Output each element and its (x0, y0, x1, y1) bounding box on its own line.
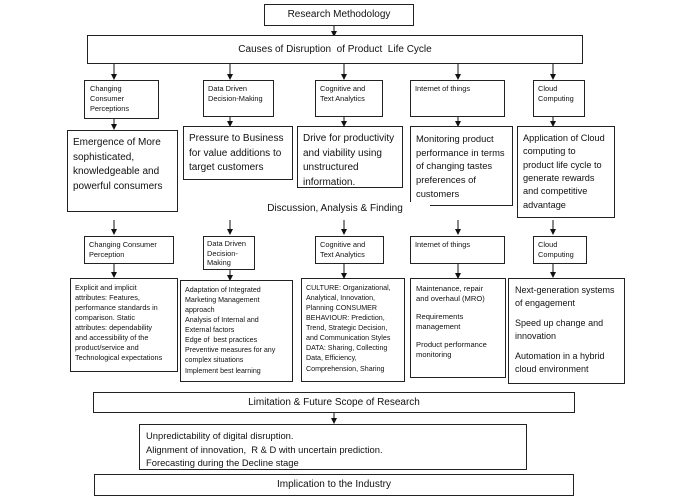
row2-desc-consumer-text: Explicit and implicit attributes: Featur… (75, 283, 163, 363)
row2-label-data: Data Driven Decision- Making (203, 236, 255, 270)
row1-label-consumer-text: Changing Consumer Perceptions (90, 84, 130, 114)
row1-desc-cognitive: Drive for productivity and viability usi… (297, 126, 403, 188)
discussion-heading: Discussion, Analysis & Finding (240, 202, 430, 216)
row1-label-consumer: Changing Consumer Perceptions (84, 80, 159, 119)
row1-desc-cloud-text: Application of Cloud computing to produc… (523, 133, 605, 210)
implication-title: Implication to the Industry (277, 479, 391, 491)
row1-label-data: Data Driven Decision-Making (203, 80, 274, 117)
row1-desc-consumer-text: Emergence of More sophisticated, knowled… (73, 137, 163, 192)
research-methodology-box: Research Methodology (264, 4, 414, 26)
row1-desc-consumer: Emergence of More sophisticated, knowled… (67, 130, 178, 212)
row2-label-cloud-text: Cloud Computing (538, 240, 574, 260)
row2-label-cognitive: Cognitive and Text Analytics (315, 236, 384, 264)
row2-label-consumer-text: Changing Consumer Perception (89, 240, 157, 260)
row2-label-data-text: Data Driven Decision- Making (207, 239, 247, 268)
row1-label-iot: Internet of things (410, 80, 505, 117)
discussion-title: Discussion, Analysis & Finding (267, 203, 403, 214)
row1-label-data-text: Data Driven Decision-Making (208, 84, 263, 104)
row2-desc-iot-item-1: Maintenance, repair and overhaul (MRO) (416, 284, 485, 304)
row2-desc-iot: Maintenance, repair and overhaul (MRO) R… (410, 278, 506, 378)
row2-desc-data-text: Adaptation of Integrated Marketing Manag… (185, 286, 276, 375)
row2-desc-cloud-item-1: Next-generation systems of engagement (515, 285, 615, 309)
row1-desc-iot: Monitoring product performance in terms … (410, 126, 513, 206)
row2-desc-data: Adaptation of Integrated Marketing Manag… (180, 280, 293, 382)
row2-label-iot-text: Internet of things (415, 240, 471, 249)
row1-desc-data: Pressure to Business for value additions… (183, 126, 293, 180)
limitation-box: Limitation & Future Scope of Research (93, 392, 575, 413)
row1-label-cognitive-text: Cognitive and Text Analytics (320, 84, 366, 104)
row2-desc-cloud-item-3: Automation in a hybrid cloud environment (515, 351, 605, 375)
row2-label-cognitive-text: Cognitive and Text Analytics (320, 240, 366, 260)
row2-label-cloud: Cloud Computing (533, 236, 587, 264)
row2-desc-cognitive-text: CULTURE: Organizational, Analytical, Inn… (306, 284, 391, 373)
row2-label-iot: Internet of things (410, 236, 505, 264)
research-methodology-title: Research Methodology (287, 9, 391, 21)
row2-desc-consumer: Explicit and implicit attributes: Featur… (70, 278, 178, 372)
row1-desc-cognitive-text: Drive for productivity and viability usi… (303, 133, 395, 188)
causes-title: Causes of Disruption of Product Life Cyc… (238, 43, 432, 55)
row1-label-iot-text: Internet of things (415, 84, 471, 93)
implication-box: Implication to the Industry (94, 474, 574, 496)
row2-desc-cloud-item-2: Speed up change and innovation (515, 318, 604, 342)
row1-label-cognitive: Cognitive and Text Analytics (315, 80, 383, 117)
row1-label-cloud-text: Cloud Computing (538, 84, 574, 104)
limitation-points-box: Unpredictability of digital disruption. … (139, 424, 527, 470)
row2-label-consumer: Changing Consumer Perception (84, 236, 174, 264)
limitation-title: Limitation & Future Scope of Research (248, 396, 420, 408)
limitation-point-1: Unpredictability of digital disruption. (146, 430, 294, 441)
row1-desc-cloud: Application of Cloud computing to produc… (517, 126, 615, 218)
row1-label-cloud: Cloud Computing (533, 80, 585, 117)
causes-box: Causes of Disruption of Product Life Cyc… (87, 35, 583, 64)
row2-desc-iot-item-2: Requirements management (416, 311, 464, 332)
row1-desc-data-text: Pressure to Business for value additions… (189, 133, 284, 173)
row2-desc-cloud: Next-generation systems of engagement Sp… (508, 278, 625, 384)
limitation-point-2: Alignment of innovation, R & D with unce… (146, 443, 383, 455)
row1-desc-iot-text: Monitoring product performance in terms … (416, 133, 505, 199)
row2-desc-cognitive: CULTURE: Organizational, Analytical, Inn… (301, 278, 405, 382)
row2-desc-iot-item-3: Product performance monitoring (416, 339, 487, 360)
limitation-point-3: Forecasting during the Decline stage (146, 457, 299, 469)
